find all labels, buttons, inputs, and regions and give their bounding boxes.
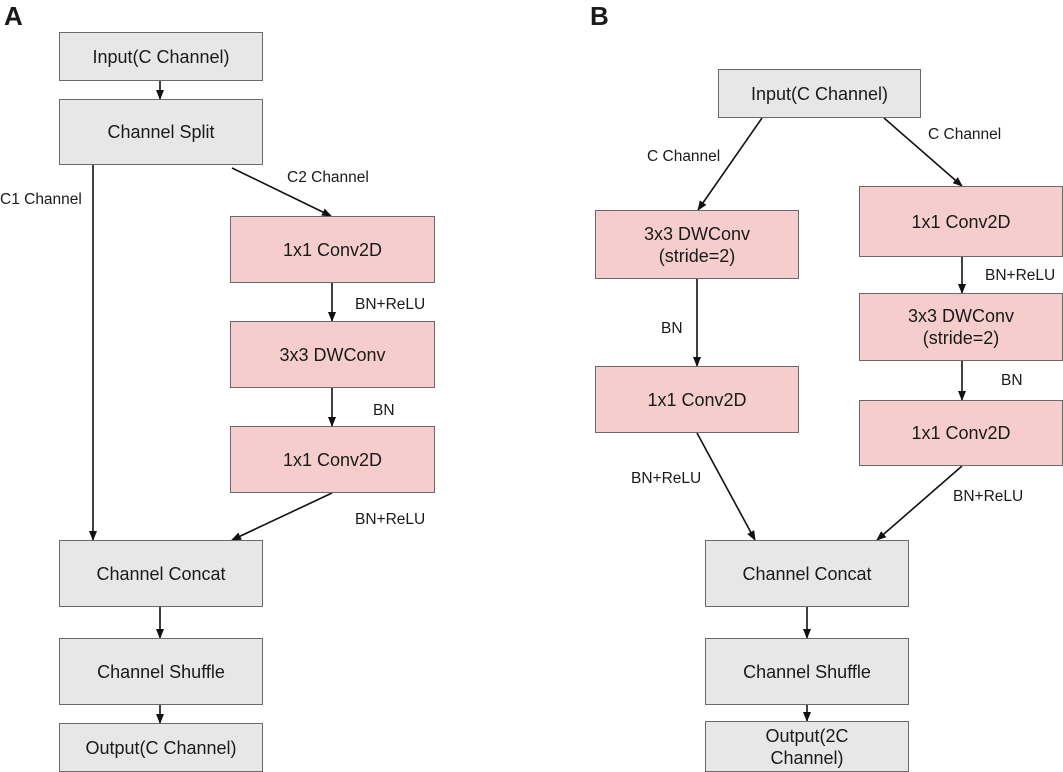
- a-shuffle-label: Channel Shuffle: [97, 661, 225, 682]
- a-bnrelu1-label: BN+ReLU: [355, 296, 426, 313]
- a-output-label: Output(C Channel): [85, 737, 237, 758]
- arrow-right-conv2-to-concat: [876, 465, 963, 541]
- b-left-bn-label: BN: [661, 320, 683, 337]
- b-left-dwconv-label: 3x3 DWConv (stride=2): [643, 223, 751, 266]
- a-c2-channel-label: C2 Channel: [287, 169, 369, 186]
- arrow-left-conv-to-concat: [696, 432, 756, 541]
- b-right-dwconv-label: 3x3 DWConv (stride=2): [907, 306, 1015, 348]
- arrow-split-to-conv-c2: [231, 167, 332, 217]
- b-output-box: Output(2C Channel): [705, 721, 909, 772]
- b-c-channel-right-label: C Channel: [928, 126, 1002, 143]
- a-concat-box: Channel Concat: [59, 540, 263, 607]
- arrow-input-to-right-conv: [883, 117, 963, 187]
- b-output-label: Output(2C Channel): [765, 725, 849, 768]
- a-conv2-label: 1x1 Conv2D: [282, 449, 383, 470]
- a-input-label: Input(C Channel): [92, 46, 230, 67]
- b-input-box: Input(C Channel): [718, 69, 921, 118]
- a-concat-label: Channel Concat: [96, 563, 226, 584]
- b-right-bn-label: BN: [1001, 372, 1023, 389]
- arrow-conv2-to-concat: [231, 492, 333, 541]
- b-left-conv-label: 1x1 Conv2D: [647, 389, 747, 410]
- a-input-box: Input(C Channel): [59, 32, 263, 81]
- b-left-dwconv-box: 3x3 DWConv (stride=2): [595, 210, 799, 279]
- panel-label-a: A: [4, 1, 23, 31]
- arrow-input-to-left-dw: [697, 117, 763, 211]
- b-concat-box: Channel Concat: [705, 540, 909, 607]
- b-input-label: Input(C Channel): [750, 83, 889, 104]
- b-shuffle-label: Channel Shuffle: [743, 661, 871, 682]
- b-shuffle-box: Channel Shuffle: [705, 638, 909, 705]
- a-conv1-label: 1x1 Conv2D: [282, 239, 383, 260]
- b-right-conv2-box: 1x1 Conv2D: [859, 400, 1063, 466]
- a-split-box: Channel Split: [59, 99, 263, 165]
- b-right-conv2-label: 1x1 Conv2D: [911, 423, 1011, 443]
- a-output-box: Output(C Channel): [59, 723, 263, 772]
- a-dwconv-label: 3x3 DWConv: [279, 344, 386, 365]
- a-c1-channel-label: C1 Channel: [0, 191, 82, 208]
- a-bn-label: BN: [373, 402, 395, 419]
- b-right-conv1-box: 1x1 Conv2D: [859, 186, 1063, 257]
- b-left-bnrelu-label: BN+ReLU: [631, 470, 702, 487]
- panel-label-b: B: [590, 1, 609, 31]
- b-concat-label: Channel Concat: [742, 563, 872, 584]
- b-right-bnrelu1-label: BN+ReLU: [985, 267, 1056, 284]
- b-right-dwconv-box: 3x3 DWConv (stride=2): [859, 293, 1063, 361]
- b-right-conv1-label: 1x1 Conv2D: [911, 211, 1011, 232]
- b-c-channel-left-label: C Channel: [647, 148, 721, 165]
- a-shuffle-box: Channel Shuffle: [59, 638, 263, 705]
- b-right-bnrelu2-label: BN+ReLU: [953, 488, 1024, 505]
- a-dwconv-box: 3x3 DWConv: [230, 321, 435, 388]
- a-split-label: Channel Split: [107, 122, 215, 142]
- a-conv2-box: 1x1 Conv2D: [230, 426, 435, 493]
- b-left-conv-box: 1x1 Conv2D: [595, 366, 799, 433]
- a-bnrelu2-label: BN+ReLU: [355, 511, 426, 528]
- a-conv1-box: 1x1 Conv2D: [230, 216, 435, 283]
